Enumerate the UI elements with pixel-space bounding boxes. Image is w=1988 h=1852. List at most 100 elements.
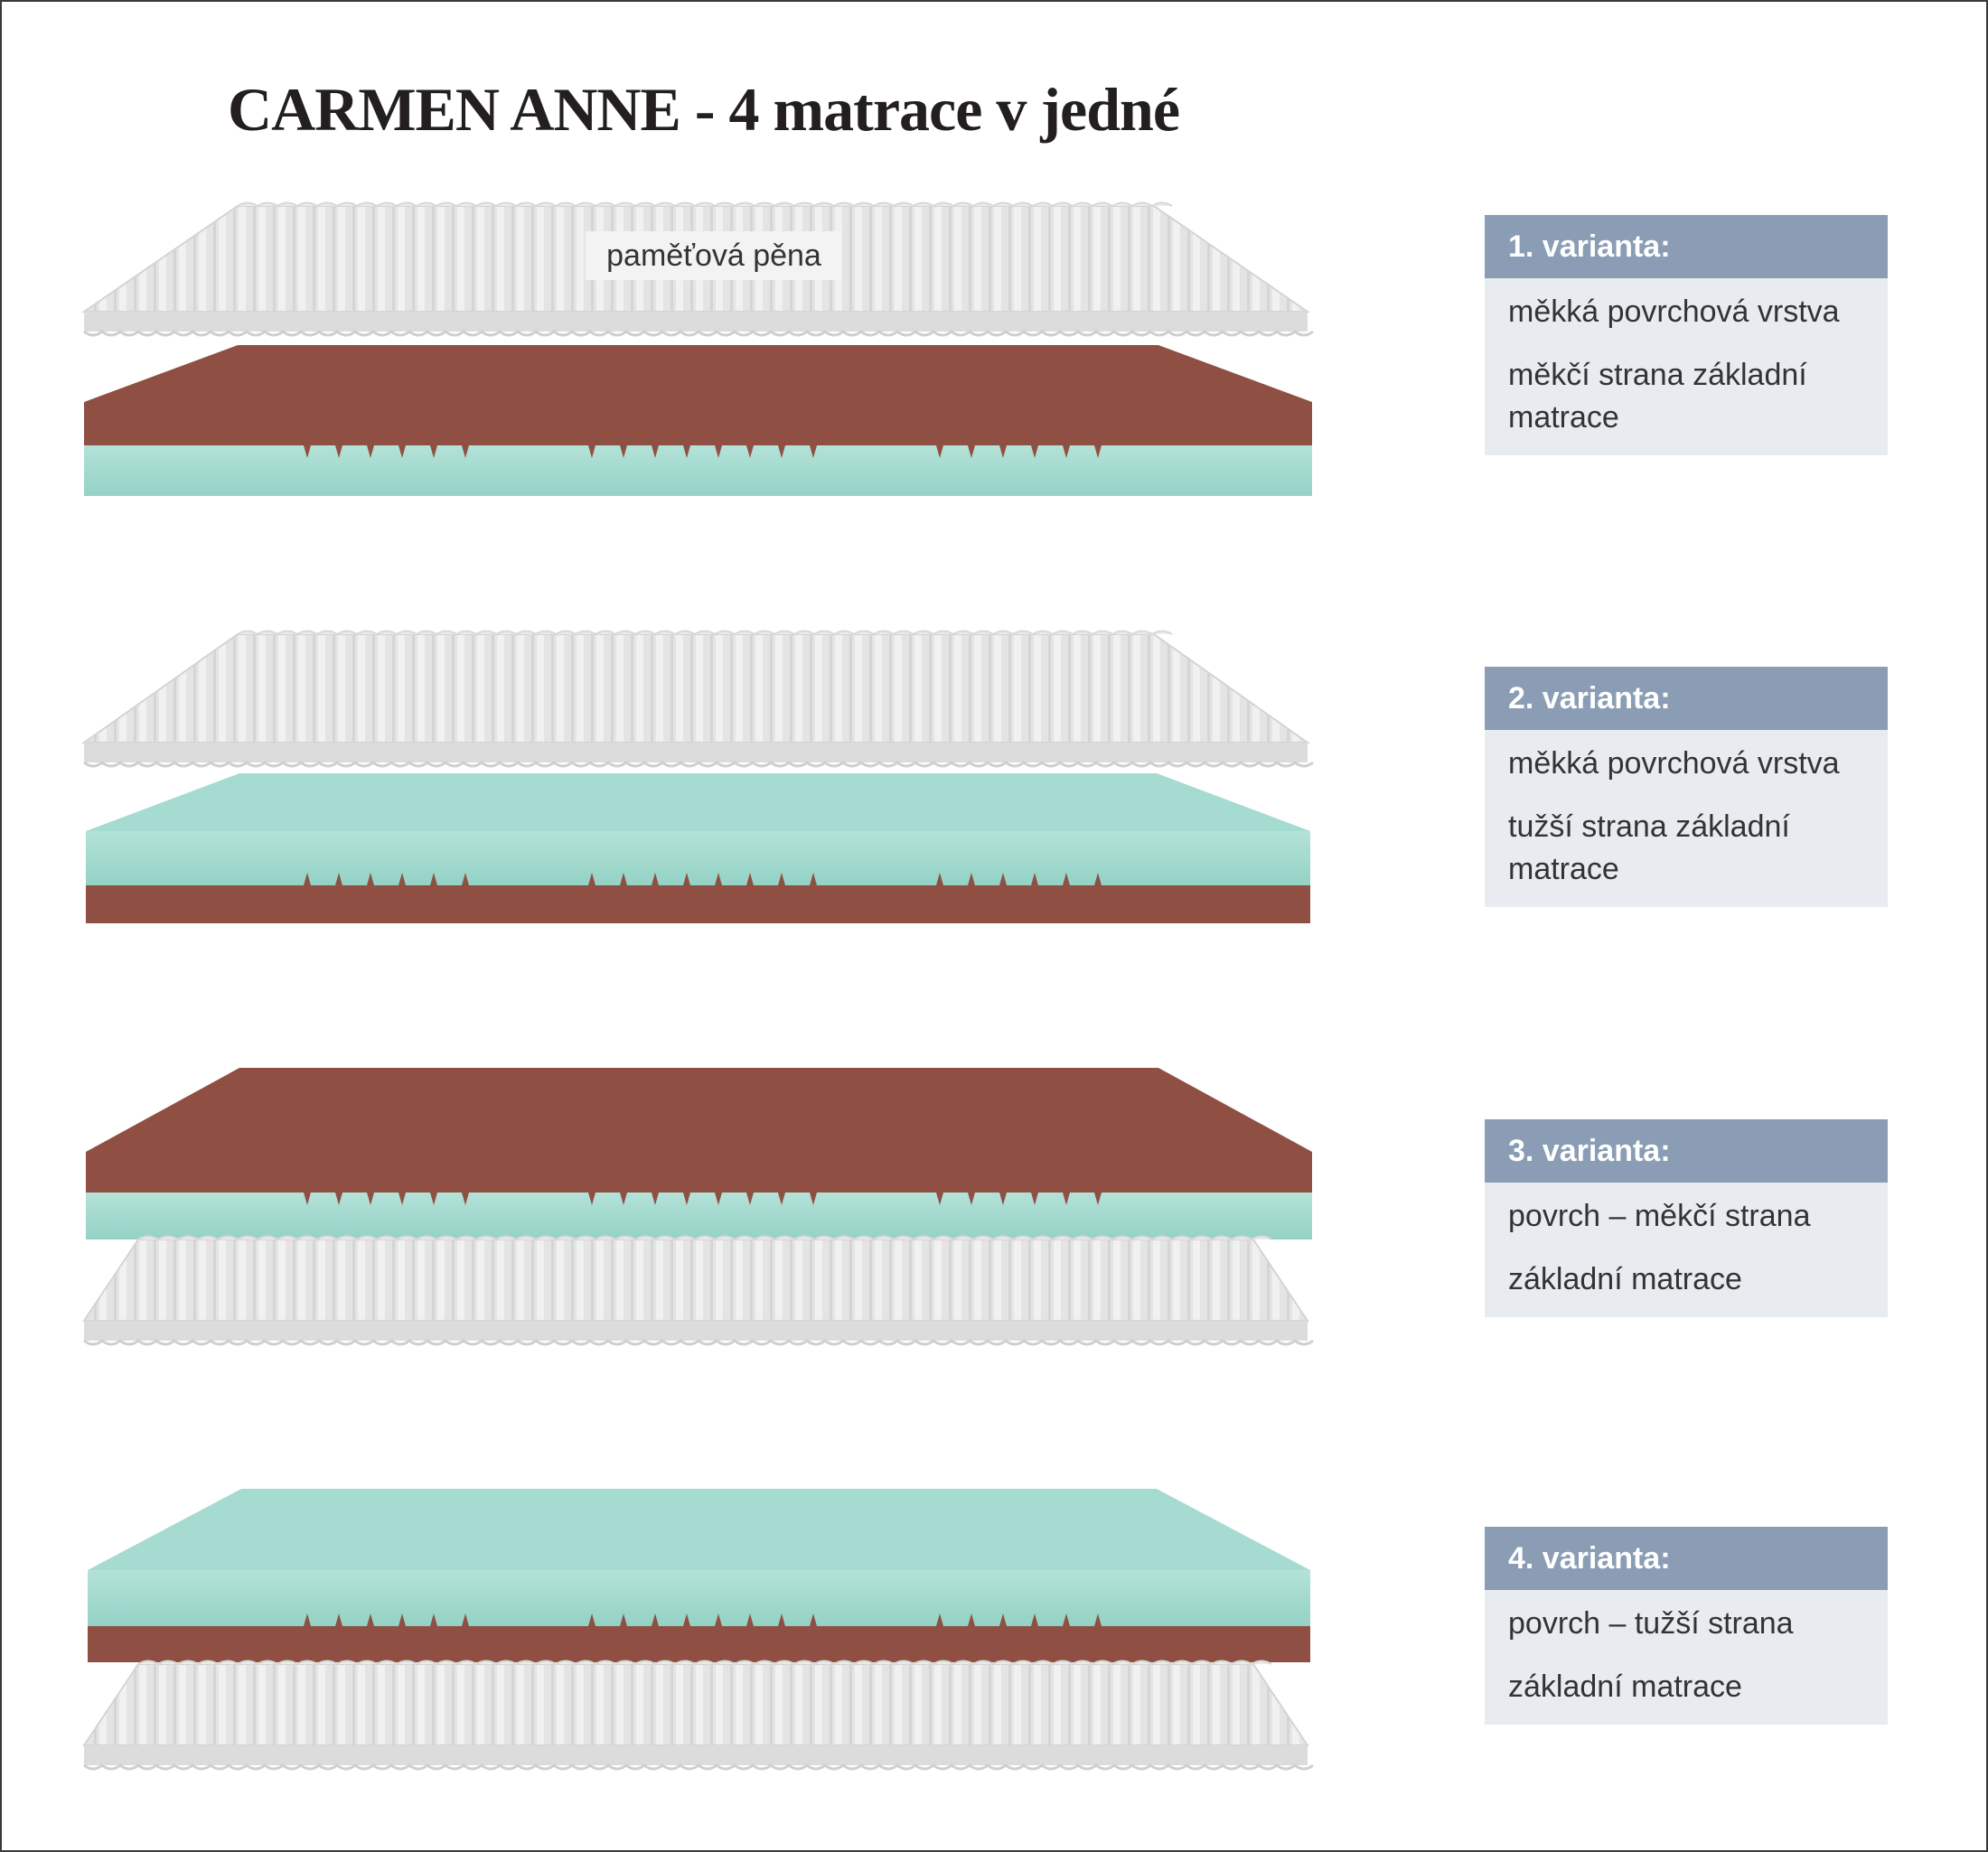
foam-notch [1094, 445, 1102, 458]
memory-foam-bottom-waves [83, 1339, 1314, 1346]
foam-notch [588, 1193, 595, 1205]
foam-notch [683, 1613, 690, 1626]
red-foam-edge [88, 1626, 1310, 1662]
foam-notch [399, 445, 406, 458]
variant-header: 4. varianta: [1485, 1527, 1888, 1590]
foam-notch [999, 1613, 1007, 1626]
memory-foam-bottom-waves [83, 330, 1314, 337]
foam-notch [936, 445, 943, 458]
foam-notch [1094, 1613, 1102, 1626]
foam-notch [1063, 445, 1070, 458]
foam-notch [778, 873, 785, 885]
foam-notch [1094, 1193, 1102, 1205]
memory-foam-label: paměťová pěna [586, 231, 842, 280]
foam-notch [810, 873, 817, 885]
foam-notch [1094, 873, 1102, 885]
foam-notch [715, 873, 722, 885]
variant-line: měkká povrchová vrstva [1508, 295, 1840, 329]
foam-notch [1031, 873, 1038, 885]
foam-notch [1031, 445, 1038, 458]
mint-foam-edge [88, 1570, 1310, 1626]
variant-line: měkčí strana základní matrace [1508, 358, 1807, 435]
variant-line: měkká povrchová vrstva [1508, 746, 1840, 781]
foam-notch [1063, 1613, 1070, 1626]
variant-line: tužší strana základní matrace [1508, 809, 1790, 886]
foam-notch [1063, 1193, 1070, 1205]
foam-notch [683, 873, 690, 885]
foam-notch [304, 1613, 311, 1626]
foam-notch [810, 1193, 817, 1205]
foam-notch [936, 873, 943, 885]
memory-foam-edge [84, 312, 1308, 332]
foam-notch [999, 873, 1007, 885]
variant-header: 3. varianta: [1485, 1119, 1888, 1183]
red-foam-top [86, 1068, 1312, 1152]
foam-notch [1031, 1193, 1038, 1205]
foam-notch [399, 1613, 406, 1626]
foam-notch [1063, 873, 1070, 885]
variant-header: 2. varianta: [1485, 667, 1888, 730]
foam-notch [999, 445, 1007, 458]
memory-foam-edge [84, 1321, 1308, 1341]
red-foam-edge [86, 885, 1310, 923]
foam-notch [1031, 1613, 1038, 1626]
foam-notch [778, 445, 785, 458]
foam-notch [810, 445, 817, 458]
memory-foam-ridges [237, 630, 1173, 636]
foam-notch [652, 445, 659, 458]
foam-notch [968, 873, 975, 885]
foam-notch [968, 445, 975, 458]
foam-notch [746, 873, 754, 885]
foam-notch [715, 1613, 722, 1626]
foam-notch [652, 873, 659, 885]
foam-notch [430, 1613, 437, 1626]
foam-notch [335, 1193, 342, 1205]
foam-notch [399, 1193, 406, 1205]
variant-line: základní matrace [1508, 1262, 1742, 1296]
variant-card-1: 1. varianta: měkká povrchová vrstva měkč… [1485, 215, 1888, 455]
foam-notch [367, 445, 374, 458]
mint-foam-top [88, 1489, 1310, 1570]
foam-notch [304, 445, 311, 458]
memory-foam-edge [84, 743, 1308, 762]
foam-notch [367, 1613, 374, 1626]
memory-foam-bottom-waves [83, 1763, 1314, 1771]
memory-foam-ridges [137, 1235, 1272, 1241]
memory-foam-top [82, 1239, 1309, 1322]
foam-notch [304, 1193, 311, 1205]
foam-notch [715, 1193, 722, 1205]
foam-notch [430, 873, 437, 885]
foam-notch [462, 445, 469, 458]
variant-header: 1. varianta: [1485, 215, 1888, 278]
memory-foam-top [80, 633, 1311, 744]
foam-notch [683, 445, 690, 458]
red-foam-edge [86, 1152, 1312, 1193]
memory-foam-ridges [237, 201, 1173, 208]
foam-notch [620, 1193, 627, 1205]
foam-notch [968, 1193, 975, 1205]
foam-notch [335, 1613, 342, 1626]
foam-notch [430, 1193, 437, 1205]
foam-notch [715, 445, 722, 458]
foam-notch [620, 873, 627, 885]
memory-foam-top [82, 1663, 1309, 1746]
variant-card-4: 4. varianta: povrch – tužší strana zákla… [1485, 1527, 1888, 1725]
foam-notch [999, 1193, 1007, 1205]
foam-notch [810, 1613, 817, 1626]
foam-notch [304, 873, 311, 885]
foam-notch [620, 1613, 627, 1626]
red-foam-top [84, 345, 1312, 402]
foam-notch [620, 445, 627, 458]
foam-notch [652, 1613, 659, 1626]
foam-notch [746, 1193, 754, 1205]
foam-notch [683, 1193, 690, 1205]
memory-foam-ridges [137, 1660, 1272, 1666]
foam-notch [652, 1193, 659, 1205]
foam-notch [367, 873, 374, 885]
memory-foam-edge [84, 1745, 1308, 1765]
variant-line: povrch – měkčí strana [1508, 1199, 1811, 1233]
foam-notch [778, 1193, 785, 1205]
red-foam-edge [84, 402, 1312, 445]
foam-notch [399, 873, 406, 885]
